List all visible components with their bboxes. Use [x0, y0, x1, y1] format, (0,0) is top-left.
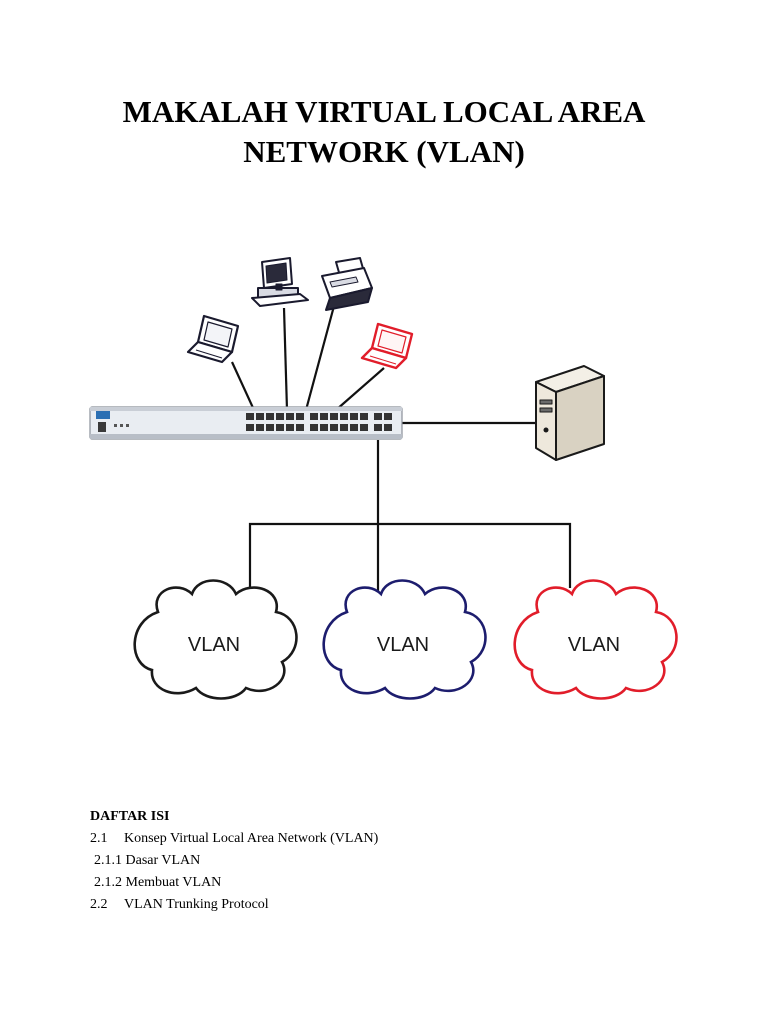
switch-port-row-top [246, 413, 392, 420]
vlan-network-diagram: VLAN VLAN VLAN [89, 257, 678, 700]
toc-item-number: 2.1 [90, 831, 108, 846]
laptop-icon-red [360, 322, 414, 370]
toc-item-label: Konsep Virtual Local Area Network (VLAN) [124, 831, 379, 846]
toc-item-number: 2.2 [90, 897, 108, 912]
cable-desktop [282, 307, 289, 411]
toc-item-label: VLAN Trunking Protocol [124, 897, 269, 912]
title-line-1: MAKALAH VIRTUAL LOCAL AREA [122, 94, 646, 129]
toc-heading: DAFTAR ISI [90, 809, 170, 824]
vlan-cloud-1 [133, 579, 298, 700]
vlan-cloud-2 [322, 579, 487, 700]
title-line-2: NETWORK (VLAN) [243, 134, 525, 169]
document-title: MAKALAH VIRTUAL LOCAL AREA NETWORK (VLAN… [0, 92, 768, 172]
server-tower-icon [535, 365, 605, 461]
printer-icon [321, 257, 373, 311]
cable-laptop [231, 361, 255, 411]
desktop-computer-icon [251, 257, 309, 307]
switch-port-row-bottom [246, 424, 392, 431]
toc-item: 2.2 VLAN Trunking Protocol [90, 894, 378, 916]
connection-lines [231, 305, 572, 595]
toc-item: 2.1.1 Dasar VLAN [90, 850, 378, 872]
network-switch-icon [89, 406, 403, 440]
toc-item: 2.1.2 Membuat VLAN [90, 872, 378, 894]
table-of-contents: DAFTAR ISI 2.1 Konsep Virtual Local Area … [90, 806, 378, 916]
toc-item: 2.1 Konsep Virtual Local Area Network (VL… [90, 828, 378, 850]
cable-red-laptop [335, 367, 385, 411]
vlan-cloud-3 [513, 579, 678, 700]
vlan-cloud-1-label: VLAN [188, 634, 240, 656]
cable-printer [304, 305, 336, 411]
toc-item-label: 2.1.2 Membuat VLAN [94, 875, 222, 890]
vlan-cloud-2-label: VLAN [377, 634, 429, 656]
toc-item-label: 2.1.1 Dasar VLAN [94, 853, 201, 868]
vlan-cloud-3-label: VLAN [568, 634, 620, 656]
laptop-icon [186, 314, 240, 364]
cable-distribution [248, 522, 572, 588]
